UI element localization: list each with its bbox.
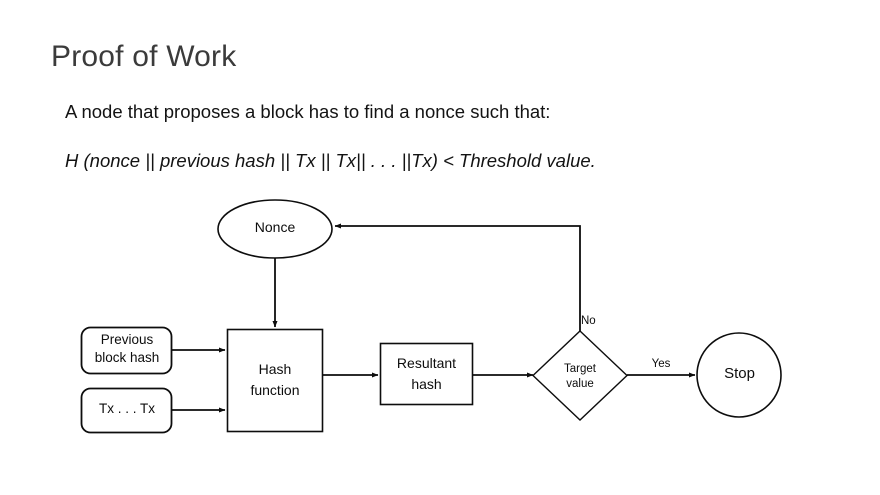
node-nonce — [217, 199, 333, 259]
node-resultant-hash — [379, 342, 474, 406]
page-title: Proof of Work — [51, 40, 237, 73]
node-previous-block-hash — [80, 326, 173, 375]
edge-targetvalue-to-nonce-feedback — [334, 223, 581, 331]
formula-expression: H (nonce || previous hash || Tx || Tx|| … — [65, 150, 596, 171]
intro-paragraph: A node that proposes a block has to find… — [65, 101, 551, 122]
node-stop — [696, 332, 782, 418]
node-transactions — [80, 387, 173, 434]
node-hash-function — [226, 328, 324, 433]
node-target-value — [531, 330, 629, 421]
